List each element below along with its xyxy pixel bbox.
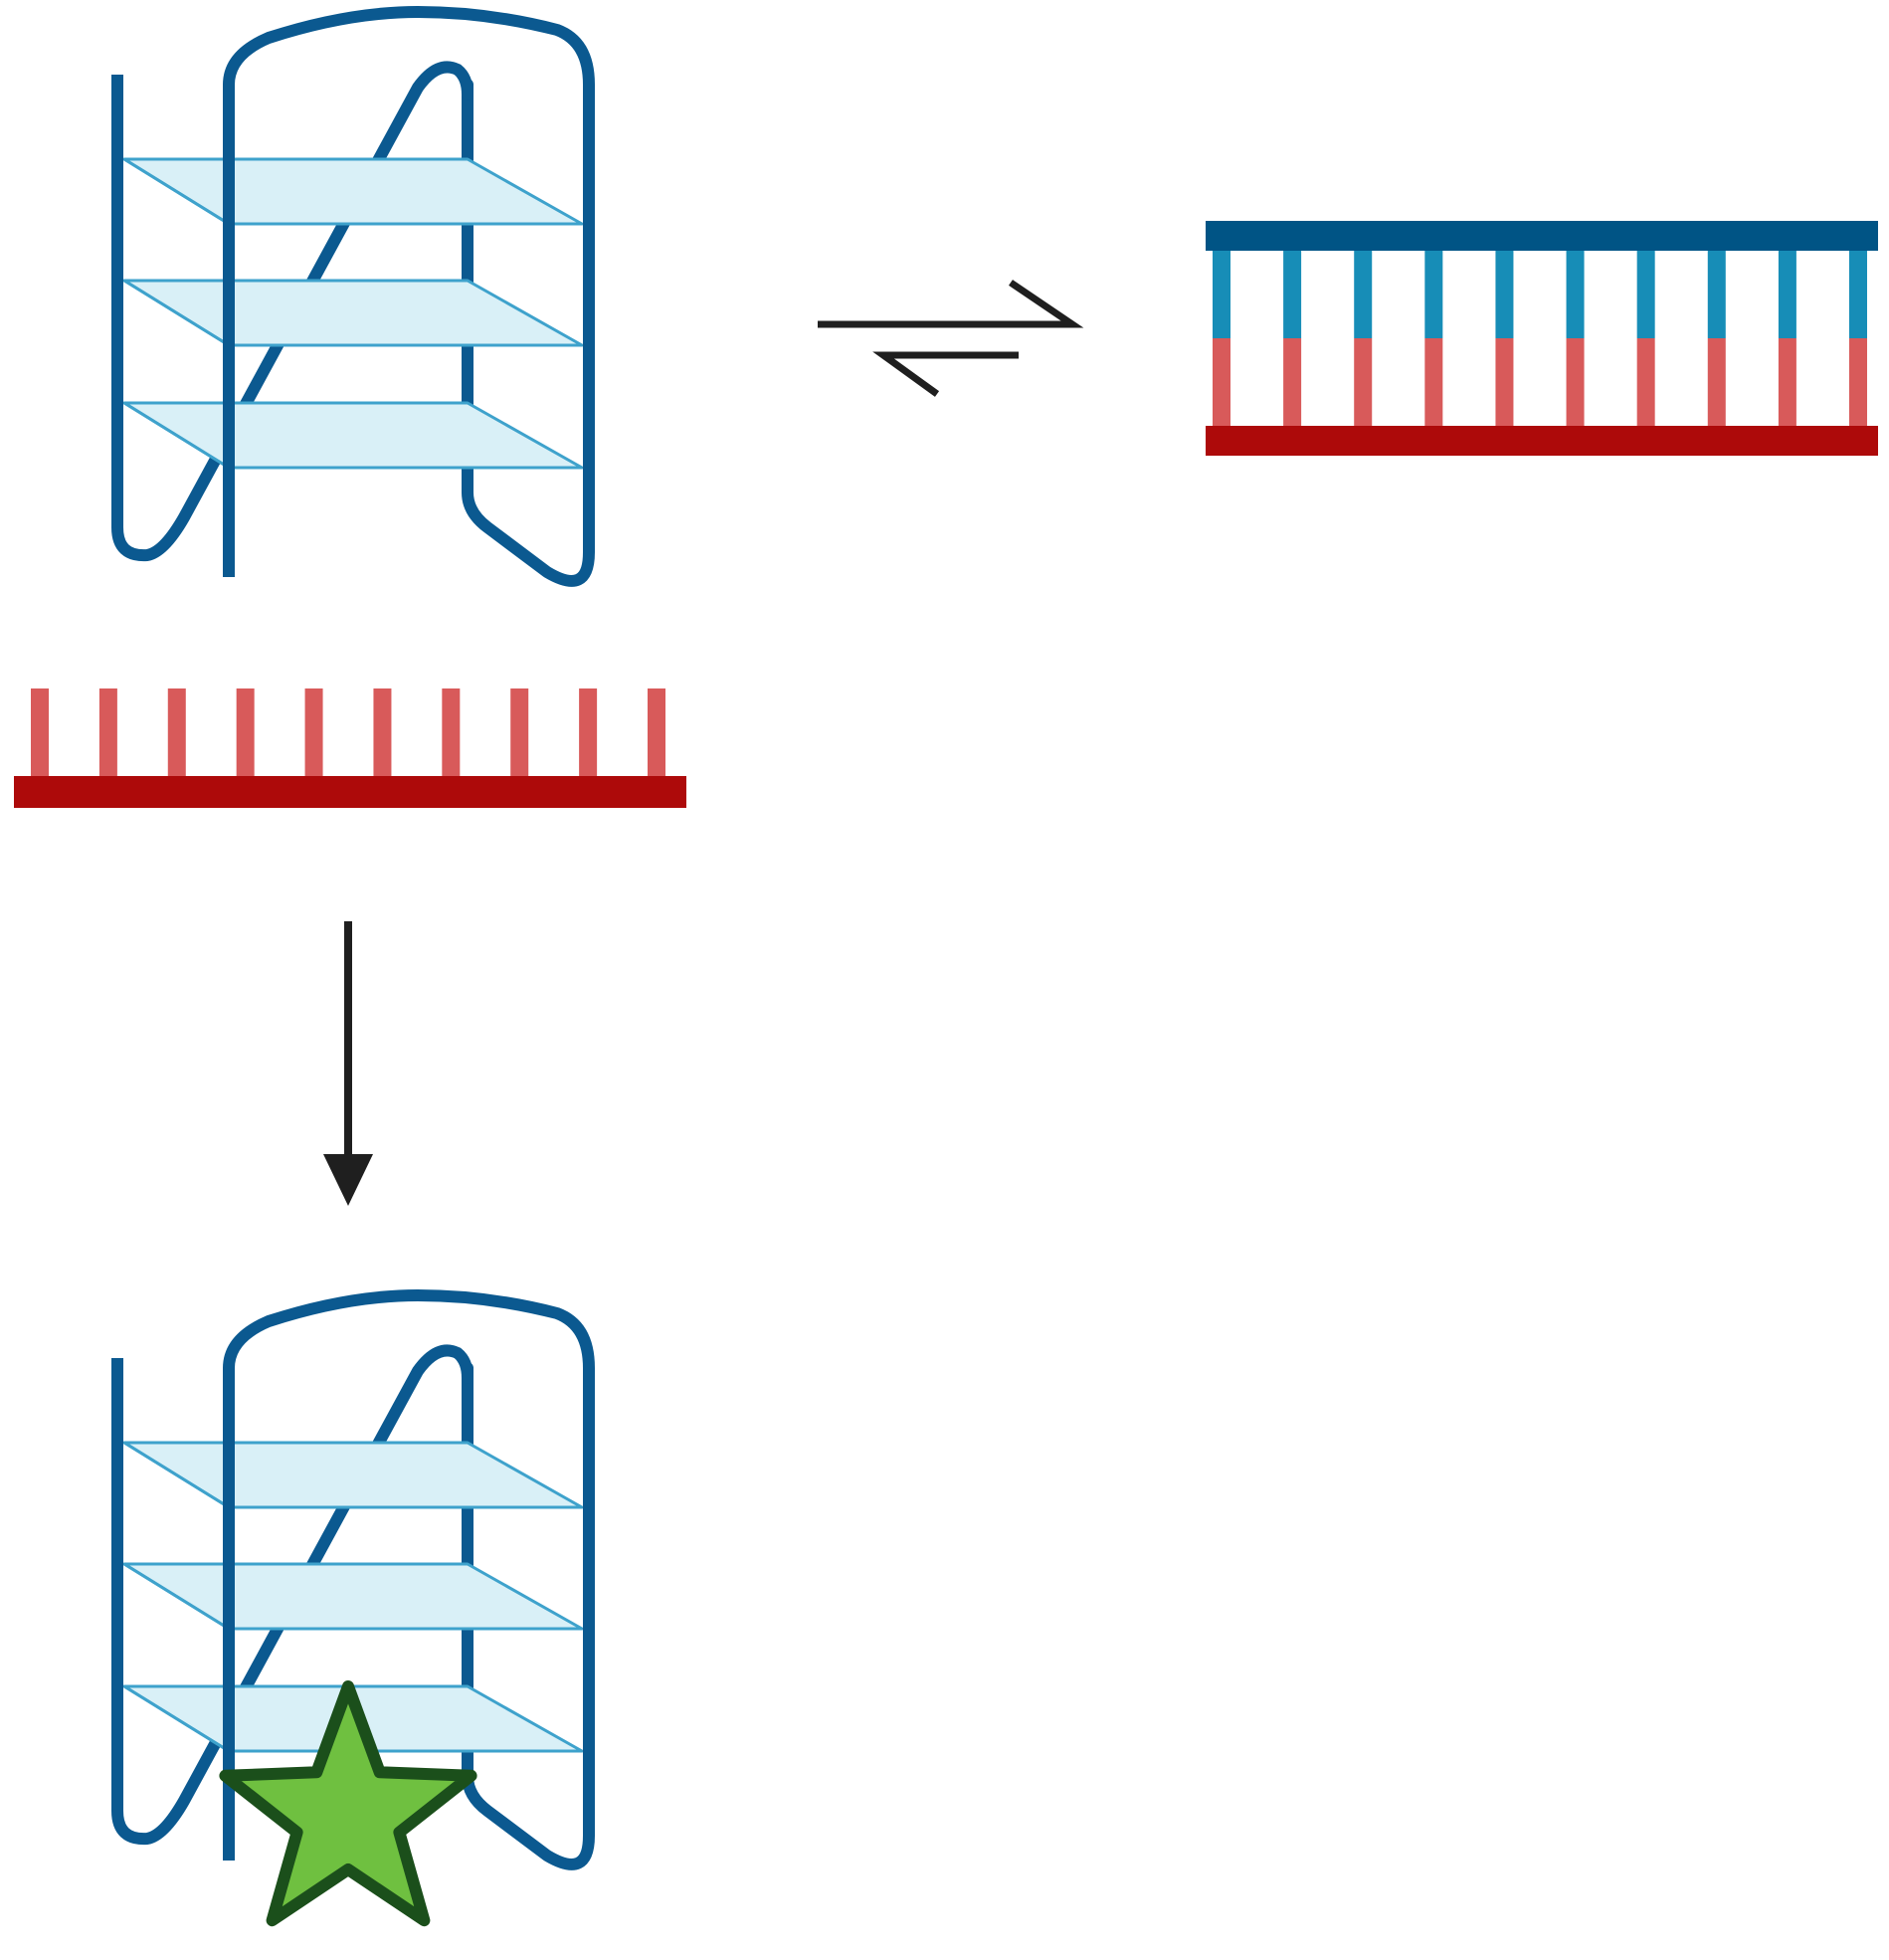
reversible-equilibrium-arrows	[818, 280, 1084, 397]
red-backbone	[14, 776, 686, 808]
red-base	[1213, 338, 1230, 428]
red-base	[510, 688, 529, 778]
tetrad-edge	[123, 279, 230, 347]
blue-base	[1707, 249, 1726, 338]
red-base	[1283, 338, 1302, 428]
reverse-arrow	[872, 351, 1019, 397]
blue-base	[1778, 249, 1796, 338]
star-icon	[219, 1680, 477, 1927]
reaction-arrow	[323, 921, 373, 1206]
tetrad-edge	[123, 1562, 230, 1631]
blue-base	[1424, 249, 1443, 338]
tetrad-edge	[123, 1441, 230, 1509]
blue-base	[1354, 249, 1373, 338]
red-base	[1566, 338, 1585, 428]
blue-base	[1495, 249, 1514, 338]
right-loop-strand	[462, 1362, 595, 1870]
blue-backbone	[1206, 221, 1878, 251]
red-base	[1354, 338, 1373, 428]
red-base	[1636, 338, 1655, 428]
blue-base	[1849, 249, 1867, 338]
tetrad-plane	[122, 157, 584, 226]
red-base	[167, 688, 186, 778]
guanine-tetrad-layer	[122, 401, 584, 470]
g-quadruplex-with-fluorophore	[111, 1289, 595, 1870]
guanine-tetrad-layer	[122, 157, 584, 226]
blue-base	[1213, 249, 1230, 338]
red-base	[1707, 338, 1726, 428]
red-base	[1424, 338, 1443, 428]
red-base	[304, 688, 323, 778]
front-arch-strand	[223, 6, 595, 577]
tetrad-edge	[123, 401, 230, 470]
red-base	[373, 688, 392, 778]
arrow-head	[323, 1154, 373, 1206]
tetrad-plane	[122, 1441, 584, 1509]
red-base	[31, 688, 49, 778]
red-base	[648, 688, 665, 778]
right-loop-strand	[462, 79, 595, 587]
blue-base	[1283, 249, 1302, 338]
tetrad-plane	[122, 401, 584, 470]
complementary-strand	[14, 688, 686, 808]
guanine-tetrad-layer	[122, 279, 584, 347]
tetrad-plane	[122, 279, 584, 347]
blue-base	[1566, 249, 1585, 338]
red-base	[442, 688, 461, 778]
dna-duplex	[1206, 221, 1878, 456]
red-base	[98, 688, 117, 778]
red-backbone	[1206, 426, 1878, 456]
red-base	[1495, 338, 1514, 428]
red-base	[579, 688, 598, 778]
blue-base	[1636, 249, 1655, 338]
forward-arrow	[818, 280, 1084, 328]
guanine-tetrad-layer	[122, 1441, 584, 1509]
guanine-tetrad-layer	[122, 1562, 584, 1631]
red-base	[236, 688, 255, 778]
tetrad-edge	[123, 1684, 230, 1753]
red-base	[1849, 338, 1867, 428]
tetrad-plane	[122, 1562, 584, 1631]
g-quadruplex-top	[111, 6, 595, 587]
front-arch-strand	[223, 1289, 595, 1861]
tetrad-edge	[123, 157, 230, 226]
red-base	[1778, 338, 1796, 428]
